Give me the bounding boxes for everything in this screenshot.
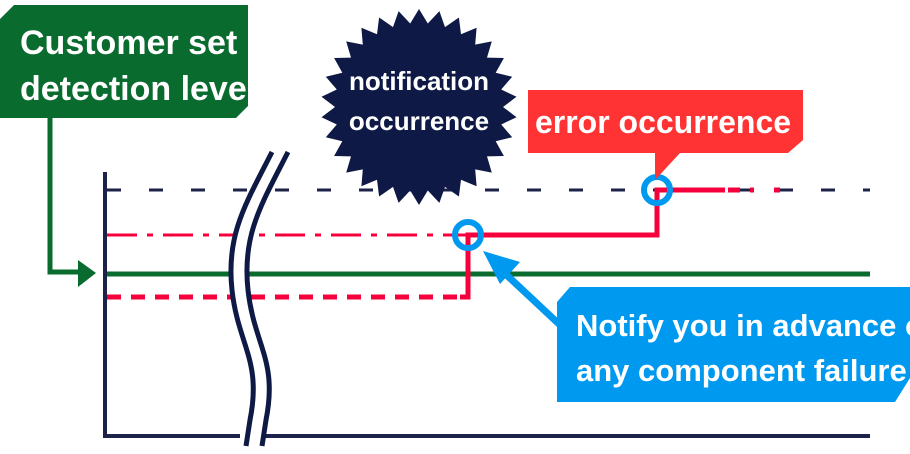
axis-break-line-left — [228, 150, 275, 447]
notify-label-line1: Notify you in advance of — [576, 308, 910, 343]
customer-level-arrow-icon — [78, 260, 96, 287]
customer-level-label-box — [0, 5, 248, 118]
notification-label-line2: occurrence — [349, 106, 489, 136]
notification-point-marker — [452, 219, 484, 251]
error-label-box — [528, 90, 803, 180]
error-label: error occurrence — [535, 104, 791, 140]
notification-label-line1: notification — [349, 66, 489, 96]
notify-arrow-shaft — [495, 264, 563, 328]
notify-label-box — [557, 287, 910, 402]
customer-level-label-line2: detection level — [20, 70, 256, 108]
notify-label-line2: any component failure — [576, 353, 907, 388]
axis-break-gap — [230, 152, 288, 450]
customer-level-label-line1: Customer set — [20, 24, 237, 62]
customer-level-connector — [47, 118, 78, 275]
axis-break-line-right — [244, 150, 291, 447]
notify-arrow-head-icon — [483, 251, 520, 284]
notification-starburst — [321, 9, 517, 205]
